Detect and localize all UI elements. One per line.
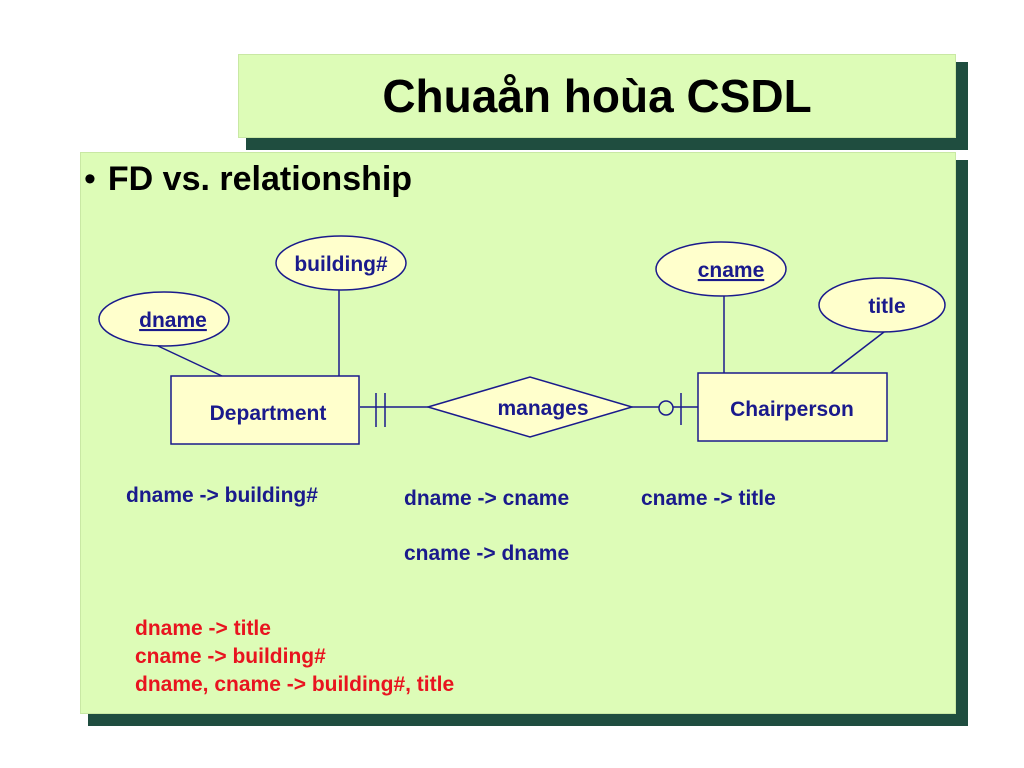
slide-title: Chuaån hoùa CSDL [382, 70, 812, 122]
attribute-title: title [818, 277, 946, 333]
entity-chairperson: Chairperson [697, 372, 888, 442]
bullet-text: FD vs. relationship [107, 160, 413, 198]
attribute-title-label: title [868, 295, 905, 318]
title-connector [827, 331, 885, 376]
attribute-building-label: building# [294, 253, 388, 276]
fd-relationship-2: cname -> dname [404, 542, 570, 565]
title-panel: Chuaån hoùa CSDL [238, 54, 956, 138]
derived-fds: dname -> title cname -> building# dname,… [135, 615, 454, 699]
derived-fd-line: dname -> title [135, 617, 271, 640]
fd-chairperson: cname -> title [641, 487, 776, 510]
fd-relationship-1: dname -> cname [404, 487, 570, 510]
fd-department: dname -> building# [126, 484, 318, 507]
exactly-one-marker-icon [375, 393, 386, 427]
bullet-dot-icon: • [84, 160, 96, 198]
entity-department-label: Department [210, 402, 327, 425]
derived-fd-line: cname -> building# [135, 645, 326, 668]
attribute-building: building# [275, 235, 407, 291]
derived-fd-line: dname, cname -> building#, title [135, 673, 455, 696]
entity-department: Department [170, 375, 360, 445]
attribute-cname-label: cname [698, 259, 765, 282]
bullet-item: • FD vs. relationship [84, 160, 412, 199]
relationship-manages: manages [425, 376, 635, 438]
zero-or-one-marker-icon [658, 393, 682, 425]
dname-connector [157, 345, 223, 377]
entity-chairperson-label: Chairperson [730, 398, 854, 421]
attribute-cname: cname [655, 241, 787, 297]
attribute-dname-label: dname [139, 309, 207, 332]
attribute-dname: dname [98, 291, 230, 347]
relationship-manages-label: manages [497, 397, 588, 420]
